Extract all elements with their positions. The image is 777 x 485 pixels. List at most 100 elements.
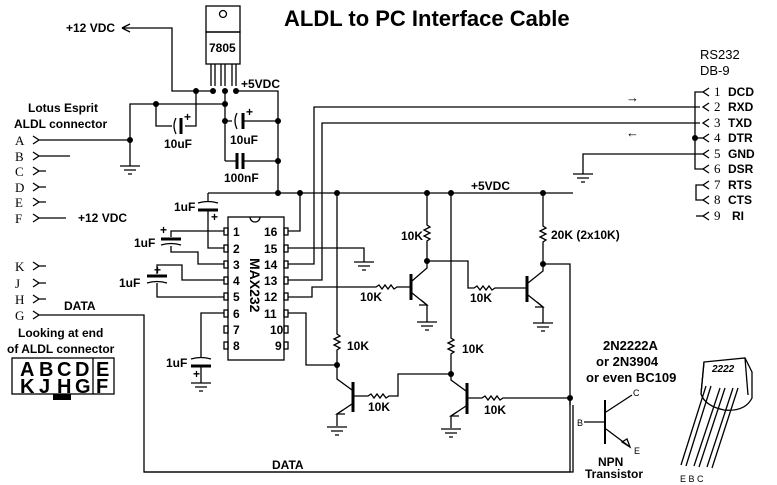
svg-text:13: 13 [264,274,278,288]
svg-text:RI: RI [732,209,744,223]
svg-text:11: 11 [264,307,277,321]
resistor-r5-label: 10K [347,339,369,353]
transistor-q2 [525,264,553,332]
svg-text:4: 4 [233,274,240,288]
svg-text:B: B [15,149,24,164]
capacitor-10uf-1: + 10uF [155,104,192,151]
svg-text:6: 6 [233,307,240,321]
resistor-r1-label: 10K [401,229,423,243]
svg-text:DCD: DCD [728,85,754,99]
regulator-7805: 7805 [205,5,241,86]
svg-text:B: B [39,359,53,381]
resistor-r2-label: 10K [360,290,382,304]
npn-label-1: NPN [598,455,623,469]
resistor-r3-label: 10K [470,291,492,305]
svg-text:DSR: DSR [728,162,754,176]
svg-text:3: 3 [714,115,721,130]
max232-ic: MAX232 1 2 3 4 5 6 7 8 16 15 14 13 12 11… [223,216,289,361]
svg-text:G: G [75,376,91,398]
resistor-r8-label: 10K [484,403,506,417]
data-label-top: DATA [64,299,96,313]
svg-text:10uF: 10uF [164,137,192,151]
svg-text:12: 12 [264,290,278,304]
svg-text:DTR: DTR [728,131,753,145]
svg-text:+: + [246,105,253,119]
svg-text:J: J [15,276,20,291]
capacitor-1uf-bottom: + 1uF [166,312,224,392]
plus5-label-regulator: +5VDC [241,77,280,91]
svg-text:K: K [15,259,25,274]
svg-text:7: 7 [714,177,721,192]
transistor-q1 [360,261,437,331]
svg-text:E B C: E B C [680,474,704,484]
svg-text:RTS: RTS [728,178,752,192]
svg-text:C: C [633,388,640,398]
svg-text:+: + [184,110,191,124]
svg-text:+: + [211,210,218,224]
resistor-r7-label: 10K [462,342,484,356]
svg-text:3: 3 [233,258,240,272]
svg-text:GND: GND [728,147,755,161]
npn-label-2: Transistor [585,467,643,481]
svg-text:C: C [15,164,24,179]
svg-text:+: + [193,367,200,381]
resistor-r6-label: 10K [368,400,390,414]
svg-text:15: 15 [264,242,278,256]
svg-text:TXD: TXD [728,116,752,130]
txd-direction-arrow: ← [626,125,639,140]
resistor-r4-label: 20K (2x10K) [551,228,620,242]
transistor-type-1: 2N2222A [603,338,659,353]
svg-text:1uF: 1uF [119,276,140,290]
svg-text:+: + [160,223,167,237]
svg-text:1: 1 [714,84,721,99]
svg-text:A: A [20,359,34,381]
svg-text:G: G [15,308,24,323]
plus12-label-top: +12 VDC [66,21,115,35]
svg-text:CTS: CTS [728,193,752,207]
svg-text:D: D [15,180,24,195]
end-view-heading-2: of ALDL connector [7,342,115,356]
transistor-type-3: or even BC109 [586,370,676,385]
aldl-heading-1: Lotus Esprit [28,101,98,115]
transistor-q3 [327,365,451,436]
svg-text:6: 6 [714,161,721,176]
transistor-q4 [441,374,570,438]
plus12-label-f: +12 VDC [78,211,127,225]
svg-text:2: 2 [233,242,240,256]
end-view-heading-1: Looking at end [18,326,103,340]
svg-text:2: 2 [714,99,721,114]
svg-text:9: 9 [714,208,721,223]
regulator-part: 7805 [209,41,236,55]
plus5-rail-label: +5VDC [471,179,510,193]
aldl-end-view: A B C D E K J H G F [11,357,115,400]
svg-text:14: 14 [264,258,278,272]
svg-text:1uF: 1uF [134,236,155,250]
svg-text:8: 8 [233,339,240,353]
svg-text:K: K [20,376,35,398]
svg-text:E: E [96,359,109,381]
svg-text:J: J [39,376,50,398]
svg-text:7: 7 [233,323,240,337]
svg-text:H: H [15,292,24,307]
aldl-heading-2: ALDL connector [14,117,107,131]
svg-text:F: F [15,211,22,226]
svg-text:A: A [15,133,25,148]
svg-text:D: D [75,359,89,381]
capacitor-1uf-top: + 1uF [174,193,224,249]
svg-text:5: 5 [714,146,721,161]
svg-text:+: + [154,263,161,277]
svg-text:2222: 2222 [711,364,735,375]
capacitor-1uf-left-2: + 1uF [119,263,224,298]
svg-text:5: 5 [233,290,240,304]
svg-text:E: E [15,195,23,210]
svg-text:4: 4 [714,130,721,145]
svg-text:100nF: 100nF [224,171,259,185]
svg-text:16: 16 [264,225,278,239]
svg-text:MAX232: MAX232 [247,258,263,313]
rxd-direction-arrow: → [626,90,639,105]
capacitor-10uf-2: + 10uF [222,104,281,161]
capacitor-1uf-left-1: + 1uF [134,223,224,265]
svg-text:1: 1 [233,225,240,239]
